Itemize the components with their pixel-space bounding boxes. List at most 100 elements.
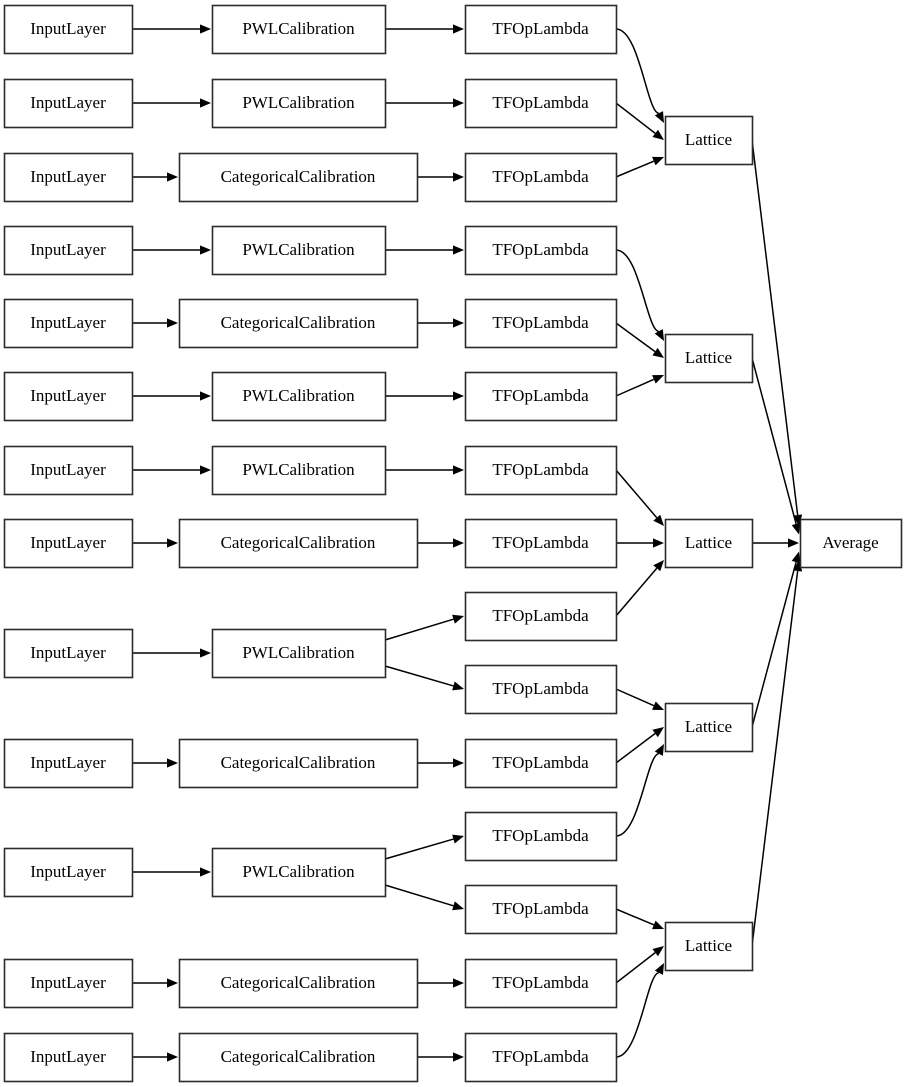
- node-box[interactable]: [464, 78, 618, 129]
- node-box[interactable]: [211, 847, 387, 898]
- node-box[interactable]: [178, 1032, 419, 1083]
- node-box[interactable]: [464, 152, 618, 203]
- node-box[interactable]: [3, 152, 134, 203]
- node-in1[interactable]: InputLayer: [3, 4, 134, 55]
- node-box[interactable]: [464, 4, 618, 55]
- node-box[interactable]: [464, 1032, 618, 1083]
- node-box[interactable]: [3, 225, 134, 276]
- node-op4[interactable]: TFOpLambda: [464, 225, 618, 276]
- node-in13[interactable]: InputLayer: [3, 1032, 134, 1083]
- node-box[interactable]: [3, 738, 134, 789]
- node-lat4[interactable]: Lattice: [664, 702, 754, 753]
- node-lat2[interactable]: Lattice: [664, 333, 754, 384]
- node-cal6[interactable]: PWLCalibration: [211, 371, 387, 422]
- node-box[interactable]: [178, 738, 419, 789]
- node-in10[interactable]: InputLayer: [3, 738, 134, 789]
- node-cal3[interactable]: CategoricalCalibration: [178, 152, 419, 203]
- node-in7[interactable]: InputLayer: [3, 445, 134, 496]
- node-op12[interactable]: TFOpLambda: [464, 811, 618, 862]
- node-in2[interactable]: InputLayer: [3, 78, 134, 129]
- node-box[interactable]: [664, 921, 754, 972]
- node-in6[interactable]: InputLayer: [3, 371, 134, 422]
- node-cal10[interactable]: CategoricalCalibration: [178, 738, 419, 789]
- node-in8[interactable]: InputLayer: [3, 518, 134, 569]
- edge-line: [615, 908, 655, 926]
- node-box[interactable]: [799, 518, 903, 569]
- node-op6[interactable]: TFOpLambda: [464, 371, 618, 422]
- node-box[interactable]: [178, 958, 419, 1009]
- node-lat5[interactable]: Lattice: [664, 921, 754, 972]
- node-cal4[interactable]: PWLCalibration: [211, 225, 387, 276]
- node-op10[interactable]: TFOpLambda: [464, 664, 618, 715]
- arrowhead-icon: [167, 1052, 178, 1062]
- node-box[interactable]: [664, 115, 754, 166]
- node-cal5[interactable]: CategoricalCalibration: [178, 298, 419, 349]
- node-op2[interactable]: TFOpLambda: [464, 78, 618, 129]
- node-lat1[interactable]: Lattice: [664, 115, 754, 166]
- node-box[interactable]: [211, 78, 387, 129]
- node-op14[interactable]: TFOpLambda: [464, 958, 618, 1009]
- node-box[interactable]: [3, 298, 134, 349]
- node-box[interactable]: [178, 298, 419, 349]
- node-box[interactable]: [211, 225, 387, 276]
- node-op8[interactable]: TFOpLambda: [464, 518, 618, 569]
- node-box[interactable]: [3, 1032, 134, 1083]
- node-box[interactable]: [3, 371, 134, 422]
- node-in9[interactable]: InputLayer: [3, 628, 134, 679]
- node-box[interactable]: [3, 958, 134, 1009]
- node-cal12[interactable]: CategoricalCalibration: [178, 958, 419, 1009]
- node-op15[interactable]: TFOpLambda: [464, 1032, 618, 1083]
- node-lat3[interactable]: Lattice: [664, 518, 754, 569]
- node-box[interactable]: [178, 518, 419, 569]
- node-box[interactable]: [178, 152, 419, 203]
- node-box[interactable]: [464, 298, 618, 349]
- node-op9[interactable]: TFOpLambda: [464, 591, 618, 642]
- node-in12[interactable]: InputLayer: [3, 958, 134, 1009]
- arrowhead-icon: [200, 391, 211, 401]
- node-box[interactable]: [3, 445, 134, 496]
- node-box[interactable]: [664, 333, 754, 384]
- node-cal9[interactable]: PWLCalibration: [211, 628, 387, 679]
- node-box[interactable]: [464, 445, 618, 496]
- node-cal11[interactable]: PWLCalibration: [211, 847, 387, 898]
- node-box[interactable]: [3, 4, 134, 55]
- node-box[interactable]: [464, 664, 618, 715]
- node-cal2[interactable]: PWLCalibration: [211, 78, 387, 129]
- node-box[interactable]: [211, 445, 387, 496]
- edge-cal4-to-op4: [385, 245, 464, 255]
- node-box[interactable]: [464, 371, 618, 422]
- node-op11[interactable]: TFOpLambda: [464, 738, 618, 789]
- node-box[interactable]: [464, 738, 618, 789]
- node-box[interactable]: [664, 702, 754, 753]
- node-box[interactable]: [211, 628, 387, 679]
- node-box[interactable]: [3, 78, 134, 129]
- node-in4[interactable]: InputLayer: [3, 225, 134, 276]
- node-box[interactable]: [3, 628, 134, 679]
- node-box[interactable]: [211, 371, 387, 422]
- node-cal13[interactable]: CategoricalCalibration: [178, 1032, 419, 1083]
- node-box[interactable]: [464, 225, 618, 276]
- node-box[interactable]: [211, 4, 387, 55]
- arrowhead-icon: [793, 514, 803, 526]
- node-in11[interactable]: InputLayer: [3, 847, 134, 898]
- node-box[interactable]: [464, 518, 618, 569]
- node-box[interactable]: [3, 847, 134, 898]
- node-op1[interactable]: TFOpLambda: [464, 4, 618, 55]
- node-box[interactable]: [3, 518, 134, 569]
- node-cal7[interactable]: PWLCalibration: [211, 445, 387, 496]
- node-box[interactable]: [464, 958, 618, 1009]
- node-in3[interactable]: InputLayer: [3, 152, 134, 203]
- node-op5[interactable]: TFOpLambda: [464, 298, 618, 349]
- node-op13[interactable]: TFOpLambda: [464, 884, 618, 935]
- node-box[interactable]: [464, 811, 618, 862]
- node-box[interactable]: [464, 884, 618, 935]
- node-box[interactable]: [664, 518, 754, 569]
- node-box[interactable]: [464, 591, 618, 642]
- node-cal1[interactable]: PWLCalibration: [211, 4, 387, 55]
- node-in5[interactable]: InputLayer: [3, 298, 134, 349]
- node-op3[interactable]: TFOpLambda: [464, 152, 618, 203]
- node-op7[interactable]: TFOpLambda: [464, 445, 618, 496]
- node-avg[interactable]: Average: [799, 518, 903, 569]
- node-cal8[interactable]: CategoricalCalibration: [178, 518, 419, 569]
- arrowhead-icon: [652, 701, 664, 710]
